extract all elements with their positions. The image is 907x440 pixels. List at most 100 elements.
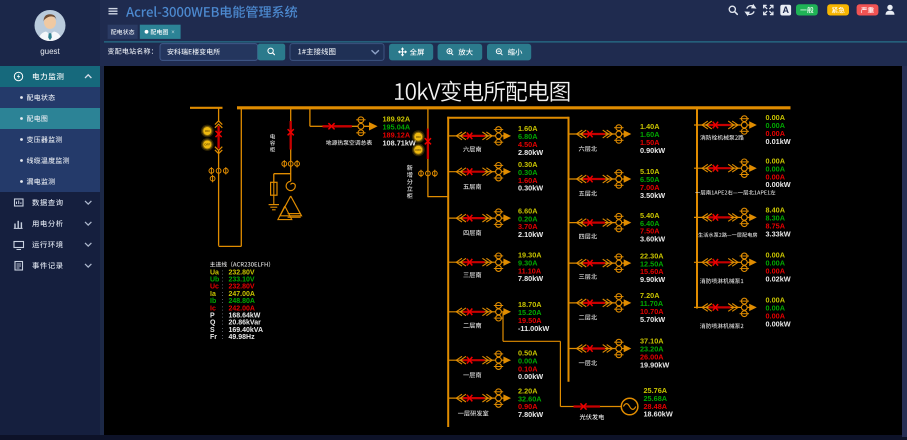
- svg-text:0.00A: 0.00A: [766, 259, 786, 268]
- svg-text:7.80kW: 7.80kW: [518, 274, 543, 283]
- svg-text:242.00A: 242.00A: [229, 305, 255, 312]
- svg-text:0.00kW: 0.00kW: [766, 319, 791, 328]
- svg-text:189.12A: 189.12A: [383, 130, 411, 139]
- svg-text:0.00A: 0.00A: [518, 356, 538, 365]
- svg-text:232.80V: 232.80V: [229, 269, 255, 276]
- svg-text:3.70A: 3.70A: [518, 222, 538, 231]
- svg-text::: :: [222, 291, 224, 298]
- svg-text:0.00kW: 0.00kW: [766, 180, 791, 189]
- svg-text:3.50kW: 3.50kW: [640, 191, 665, 200]
- svg-text:26.00A: 26.00A: [640, 353, 664, 362]
- svg-text:9.90kW: 9.90kW: [640, 275, 665, 284]
- svg-text:15.20A: 15.20A: [518, 308, 542, 317]
- svg-text:Uc: Uc: [210, 284, 219, 291]
- svg-text:0.00A: 0.00A: [766, 296, 786, 305]
- svg-text:0.00A: 0.00A: [766, 312, 786, 321]
- svg-text:Ua: Ua: [210, 269, 219, 276]
- svg-text:0.00A: 0.00A: [766, 172, 786, 181]
- svg-text::: :: [222, 320, 224, 327]
- svg-text:11.10A: 11.10A: [518, 266, 542, 275]
- svg-text:15.60A: 15.60A: [640, 267, 664, 276]
- svg-text:×: ×: [171, 30, 175, 36]
- svg-text:22.30A: 22.30A: [640, 251, 664, 260]
- svg-text:Ic: Ic: [210, 305, 216, 312]
- svg-text:OFF: OFF: [204, 143, 210, 147]
- svg-text:0.90A: 0.90A: [518, 402, 538, 411]
- svg-text::: :: [222, 334, 224, 341]
- svg-text:32.60A: 32.60A: [518, 394, 542, 403]
- svg-text:A: A: [782, 5, 789, 15]
- svg-text:0.00A: 0.00A: [766, 304, 786, 313]
- svg-text:2.10kW: 2.10kW: [518, 230, 543, 239]
- svg-text:Ib: Ib: [210, 298, 216, 305]
- svg-text:0.00A: 0.00A: [766, 251, 786, 260]
- svg-text:8.75A: 8.75A: [766, 222, 786, 231]
- svg-text:233.10V: 233.10V: [229, 277, 255, 284]
- svg-text:18.70A: 18.70A: [518, 300, 542, 309]
- svg-text:9.30A: 9.30A: [518, 258, 538, 267]
- svg-text::: :: [222, 313, 224, 320]
- svg-text:11.70A: 11.70A: [640, 299, 664, 308]
- svg-text:49.98Hz: 49.98Hz: [229, 334, 256, 341]
- svg-text:2.80kW: 2.80kW: [518, 148, 543, 157]
- svg-text::: :: [222, 277, 224, 284]
- svg-text:248.80A: 248.80A: [229, 298, 255, 305]
- svg-text:0.01kW: 0.01kW: [766, 137, 791, 146]
- svg-text:7.20A: 7.20A: [640, 291, 660, 300]
- svg-text:Ia: Ia: [210, 291, 216, 298]
- svg-text:23.20A: 23.20A: [640, 345, 664, 354]
- svg-text:232.80V: 232.80V: [229, 284, 255, 291]
- svg-text:0.30A: 0.30A: [518, 160, 538, 169]
- svg-text:8.30A: 8.30A: [766, 214, 786, 223]
- svg-text:0.90kW: 0.90kW: [640, 146, 665, 155]
- svg-text:Ub: Ub: [210, 277, 219, 284]
- svg-text:7.80kW: 7.80kW: [518, 410, 543, 419]
- svg-text:10.70A: 10.70A: [640, 307, 664, 316]
- svg-text:0.00A: 0.00A: [766, 164, 786, 173]
- svg-text:169.40kVA: 169.40kVA: [229, 327, 264, 334]
- svg-text:ON: ON: [416, 135, 421, 139]
- svg-text:6.50A: 6.50A: [640, 175, 660, 184]
- svg-text:guest: guest: [40, 47, 60, 56]
- svg-text::: :: [222, 327, 224, 334]
- svg-text:0.00kW: 0.00kW: [518, 372, 543, 381]
- svg-text:20.86kVar: 20.86kVar: [229, 320, 262, 327]
- svg-text:1.60A: 1.60A: [518, 176, 538, 185]
- svg-text:7.00A: 7.00A: [640, 183, 660, 192]
- svg-text:19.90kW: 19.90kW: [640, 361, 669, 370]
- svg-text:28.48A: 28.48A: [644, 402, 668, 411]
- svg-text:Fr: Fr: [210, 334, 217, 341]
- svg-text:0.02kW: 0.02kW: [766, 274, 791, 283]
- svg-text:108.71kW: 108.71kW: [383, 138, 416, 147]
- svg-text:S: S: [210, 327, 215, 334]
- svg-text:6.80A: 6.80A: [518, 132, 538, 141]
- svg-text:19.50A: 19.50A: [518, 316, 542, 325]
- svg-text:0.20A: 0.20A: [518, 214, 538, 223]
- svg-text:0.00A: 0.00A: [766, 113, 786, 122]
- svg-text:25.68A: 25.68A: [644, 394, 668, 403]
- svg-text:37.10A: 37.10A: [640, 337, 664, 346]
- svg-text:1.60A: 1.60A: [640, 130, 660, 139]
- svg-text:5.10A: 5.10A: [640, 167, 660, 176]
- svg-text:7.50A: 7.50A: [640, 227, 660, 236]
- svg-text:4.50A: 4.50A: [518, 140, 538, 149]
- svg-text:Q: Q: [210, 320, 216, 327]
- svg-text:0.30A: 0.30A: [518, 168, 538, 177]
- svg-text:5.70kW: 5.70kW: [640, 315, 665, 324]
- svg-text::: :: [222, 269, 224, 276]
- svg-text::: :: [222, 284, 224, 291]
- svg-text:6.60A: 6.60A: [518, 206, 538, 215]
- svg-text:19.30A: 19.30A: [518, 250, 542, 259]
- svg-text:1.60A: 1.60A: [518, 124, 538, 133]
- svg-text:0.00A: 0.00A: [766, 266, 786, 275]
- svg-text:12.50A: 12.50A: [640, 259, 664, 268]
- svg-text:ON: ON: [205, 129, 210, 133]
- svg-text:5.40A: 5.40A: [640, 211, 660, 220]
- svg-text:1.50A: 1.50A: [640, 138, 660, 147]
- svg-text:1.40A: 1.40A: [640, 122, 660, 131]
- svg-text:3.60kW: 3.60kW: [640, 235, 665, 244]
- svg-text:P: P: [210, 313, 215, 320]
- svg-text:0.00A: 0.00A: [766, 129, 786, 138]
- svg-text:0.00A: 0.00A: [766, 121, 786, 130]
- svg-text:189.92A: 189.92A: [383, 115, 411, 124]
